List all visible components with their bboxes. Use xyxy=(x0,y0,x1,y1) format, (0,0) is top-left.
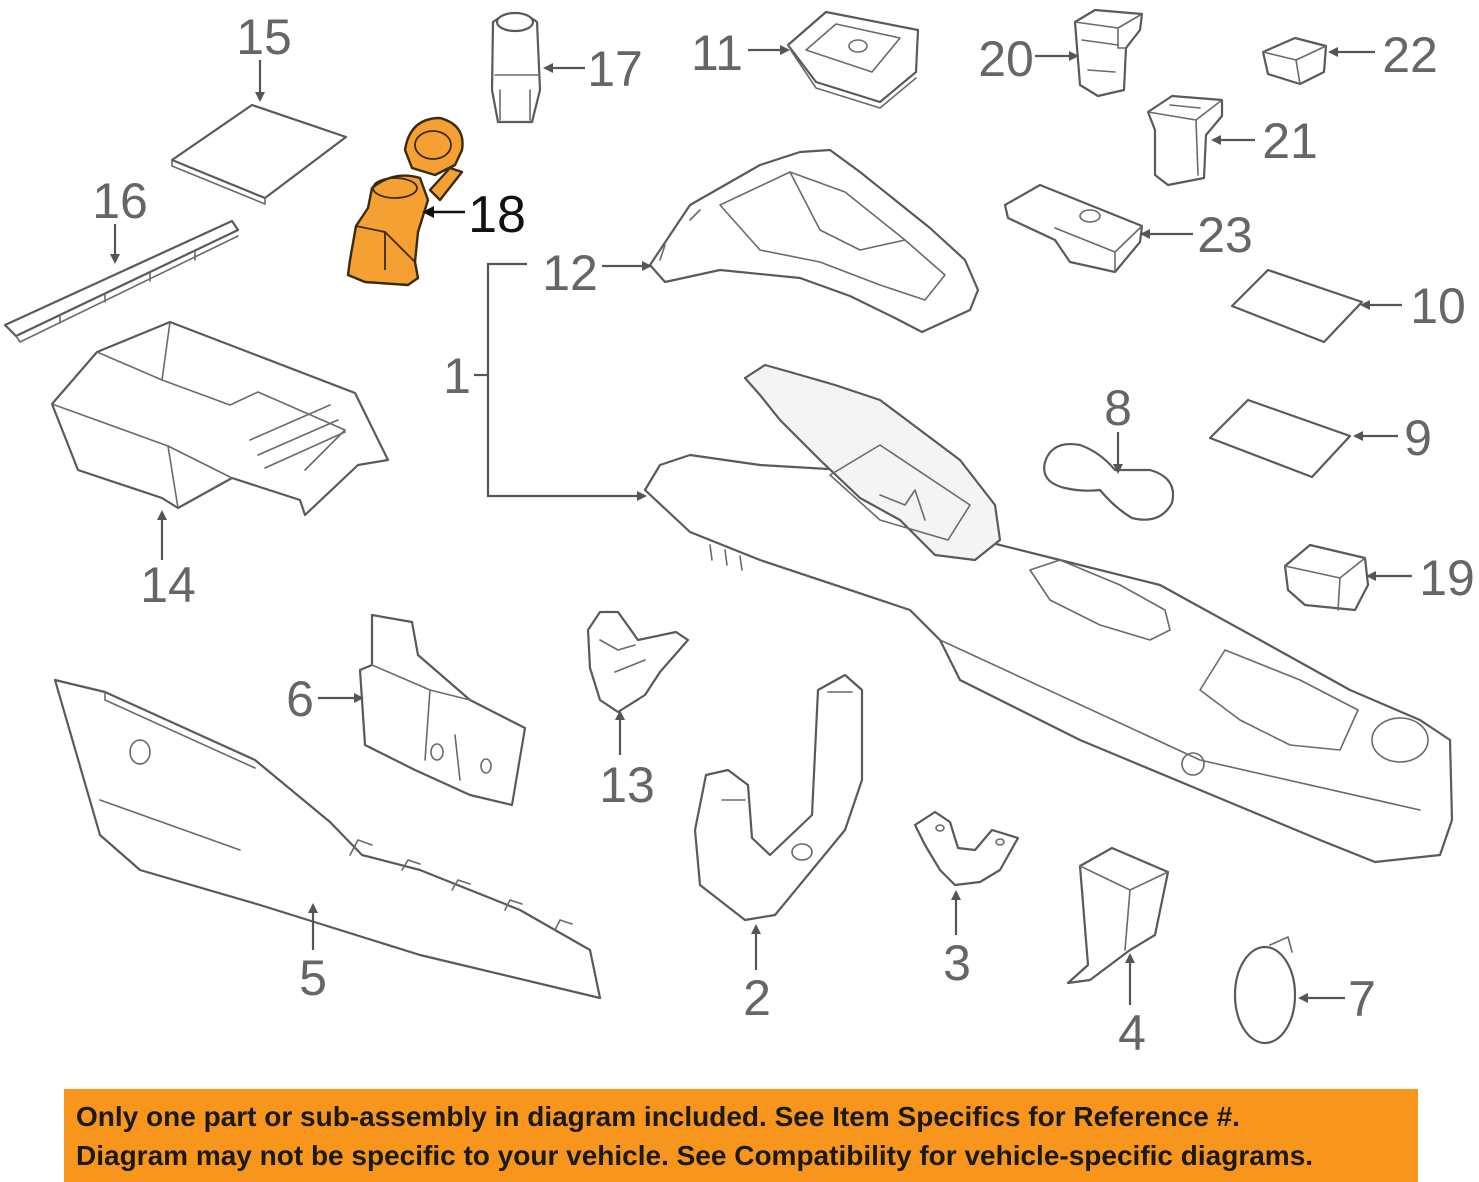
callout-9: 9 xyxy=(1404,410,1432,466)
part-11-tray-insert xyxy=(786,10,920,109)
part-17-push-clip xyxy=(490,11,542,124)
disclaimer-line-1: Only one part or sub-assembly in diagram… xyxy=(76,1101,1240,1132)
callout-leaders xyxy=(110,45,1412,1005)
part-2-u-bracket xyxy=(693,673,864,922)
callout-8: 8 xyxy=(1104,380,1132,436)
part-22-small-clip xyxy=(1261,36,1328,86)
part-8-cupholder-liner xyxy=(1043,443,1175,521)
callout-19: 19 xyxy=(1419,550,1475,606)
part-5-lower-trim-panel xyxy=(53,678,602,1000)
callout-2: 2 xyxy=(743,970,771,1026)
callout-10: 10 xyxy=(1410,278,1466,334)
part-4-wedge-bracket xyxy=(1066,846,1170,985)
part-15-pad xyxy=(170,103,348,205)
part-16-trim-strip xyxy=(3,219,240,343)
part-20-connector xyxy=(1073,8,1144,98)
part-10-pad xyxy=(1230,268,1364,344)
callout-15: 15 xyxy=(236,9,292,65)
callout-23: 23 xyxy=(1197,207,1253,263)
disclaimer-line-2: Diagram may not be specific to your vehi… xyxy=(76,1140,1314,1171)
callout-20: 20 xyxy=(978,31,1034,87)
callout-7: 7 xyxy=(1348,971,1376,1027)
part-12-shifter-bezel xyxy=(648,148,980,334)
callout-17: 17 xyxy=(587,41,643,97)
callout-6: 6 xyxy=(286,671,314,727)
callout-13: 13 xyxy=(599,757,655,813)
part-1-console-assembly xyxy=(643,363,1454,864)
callout-16: 16 xyxy=(92,173,148,229)
part-14-storage-bin xyxy=(50,320,390,517)
disclaimer-banner: Only one part or sub-assembly in diagram… xyxy=(64,1089,1418,1182)
part-13-clip-bracket xyxy=(586,610,690,714)
part-21-switch xyxy=(1146,94,1224,187)
callout-1: 1 xyxy=(443,348,471,404)
part-18-highlighted-bracket xyxy=(346,116,464,287)
part-19-switch-block xyxy=(1283,543,1370,612)
callout-3: 3 xyxy=(943,935,971,991)
part-3-small-bracket xyxy=(913,810,1020,887)
callout-11: 11 xyxy=(691,25,743,81)
callout-22: 22 xyxy=(1382,27,1438,83)
callout-21: 21 xyxy=(1262,113,1318,169)
callout-5: 5 xyxy=(299,950,327,1006)
callout-12: 12 xyxy=(542,245,598,301)
callout-14: 14 xyxy=(140,557,196,613)
callout-labels: 15 16 14 17 18 11 20 22 21 12 23 10 1 8 … xyxy=(92,9,1475,1061)
part-6-side-bracket xyxy=(358,613,527,807)
part-23-bracket xyxy=(1003,183,1144,274)
callout-4: 4 xyxy=(1118,1005,1146,1061)
part-9-pad xyxy=(1208,398,1352,479)
part-7-oval-cap xyxy=(1233,936,1297,1045)
callout-18: 18 xyxy=(468,186,526,244)
